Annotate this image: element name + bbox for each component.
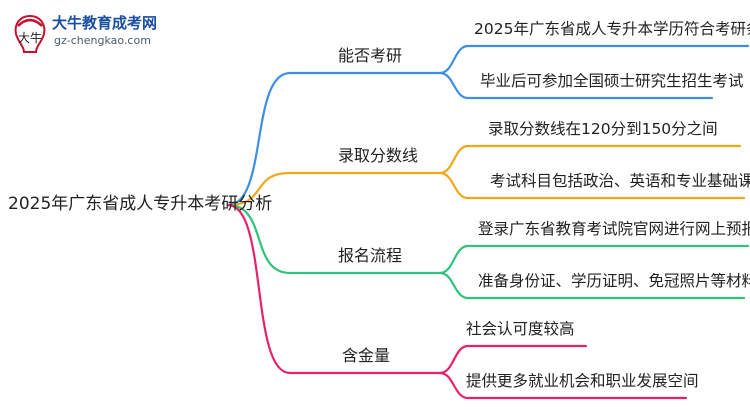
branch-connector <box>226 203 292 275</box>
site-logo[interactable]: 大牛 大牛教育成考网 gz-chengkao.com <box>8 10 168 60</box>
branch-connector <box>226 203 292 375</box>
branch-connector <box>226 171 292 207</box>
branch-label-value: 含金量 <box>342 346 391 365</box>
leaf-node: 录取分数线在120分到150分之间 <box>488 120 718 138</box>
leaf-node: 毕业后可参加全国硕士研究生招生考试 <box>480 72 744 90</box>
leaf-node: 准备身份证、学历证明、免冠照片等材料 <box>478 272 750 290</box>
branch-label-can-take-exam: 能否考研 <box>338 46 403 65</box>
leaf-node: 2025年广东省成人专升本学历符合考研条件 <box>474 20 750 38</box>
branch-connector <box>226 71 292 207</box>
logo-mark-icon: 大牛 <box>14 14 46 53</box>
leaf-node: 登录广东省教育考试院官网进行网上预报名 <box>478 220 750 238</box>
logo-title: 大牛教育成考网 <box>52 14 158 32</box>
logo-mark-text: 大牛 <box>18 30 42 45</box>
leaf-connector <box>438 144 742 175</box>
leaf-connector <box>438 171 746 200</box>
leaf-connector <box>438 344 588 375</box>
root-node: 2025年广东省成人专升本考研分析 <box>8 194 273 214</box>
logo-url: gz-chengkao.com <box>54 34 151 47</box>
leaf-connector <box>438 71 714 100</box>
branch-label-registration: 报名流程 <box>338 246 403 265</box>
leaf-node: 社会认可度较高 <box>466 320 575 338</box>
leaf-connector <box>438 271 746 300</box>
leaf-connector <box>438 244 750 275</box>
branch-label-score-line: 录取分数线 <box>338 146 419 165</box>
leaf-connector <box>438 44 750 75</box>
leaf-connector <box>438 371 688 400</box>
leaf-node: 提供更多就业机会和职业发展空间 <box>466 372 699 390</box>
leaf-node: 考试科目包括政治、英语和专业基础课 <box>490 172 750 190</box>
